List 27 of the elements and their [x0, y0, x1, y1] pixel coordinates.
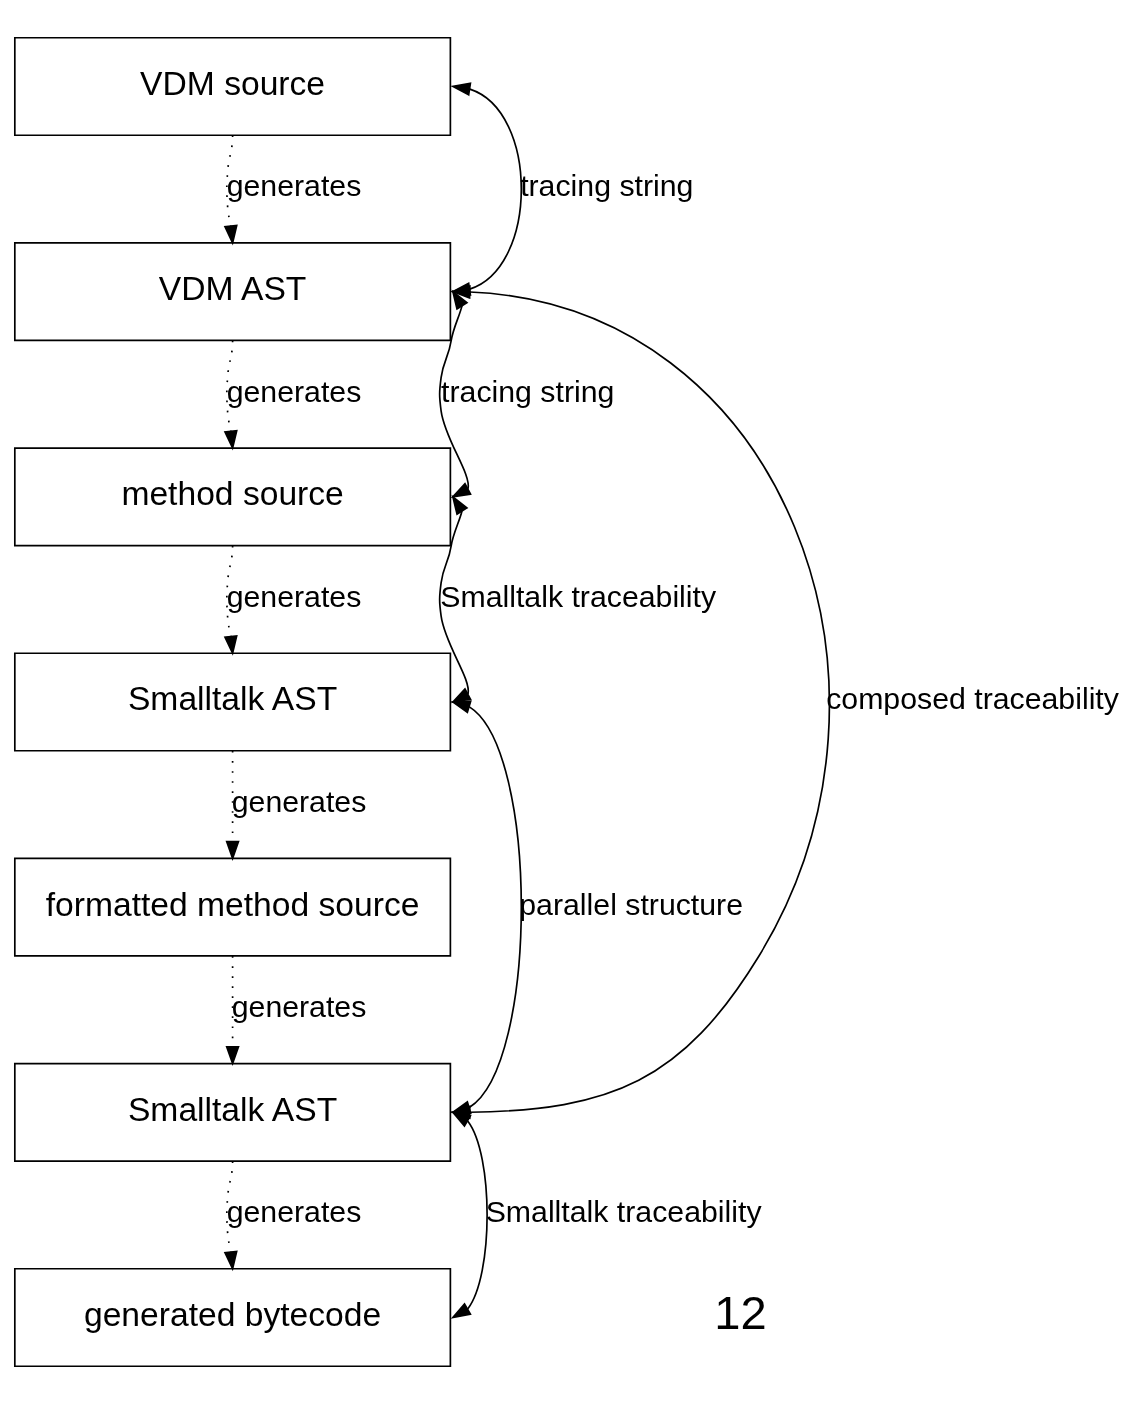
edge-label: generates	[226, 169, 362, 203]
node-box: VDM source	[14, 36, 452, 137]
edge-label: generates	[231, 784, 367, 818]
node-box: method source	[14, 447, 452, 547]
edge-label: tracing string	[441, 374, 615, 408]
edge-label: parallel structure	[519, 887, 744, 921]
edge-label: generates	[226, 579, 362, 613]
arrow	[223, 544, 238, 656]
arrow	[223, 134, 238, 246]
edge-label: generates	[231, 990, 367, 1024]
node-box: Smalltalk AST	[14, 1062, 452, 1162]
arrow	[450, 1111, 488, 1319]
edge-label: generates	[226, 1195, 362, 1229]
arrow	[450, 700, 523, 1115]
arrow	[225, 955, 240, 1067]
arrow	[438, 289, 472, 499]
node-box: generated bytecode	[14, 1267, 452, 1368]
node-box: Smalltalk AST	[14, 652, 452, 752]
arrow	[225, 749, 240, 861]
edge-label: Smalltalk traceability	[440, 579, 717, 613]
label: 12	[714, 1286, 767, 1340]
node-box: VDM AST	[14, 242, 452, 342]
node-box: formatted method source	[14, 857, 452, 957]
arrow	[223, 1160, 238, 1272]
arrow	[223, 339, 238, 451]
edge-label: generates	[226, 374, 362, 408]
arrow	[438, 494, 472, 704]
